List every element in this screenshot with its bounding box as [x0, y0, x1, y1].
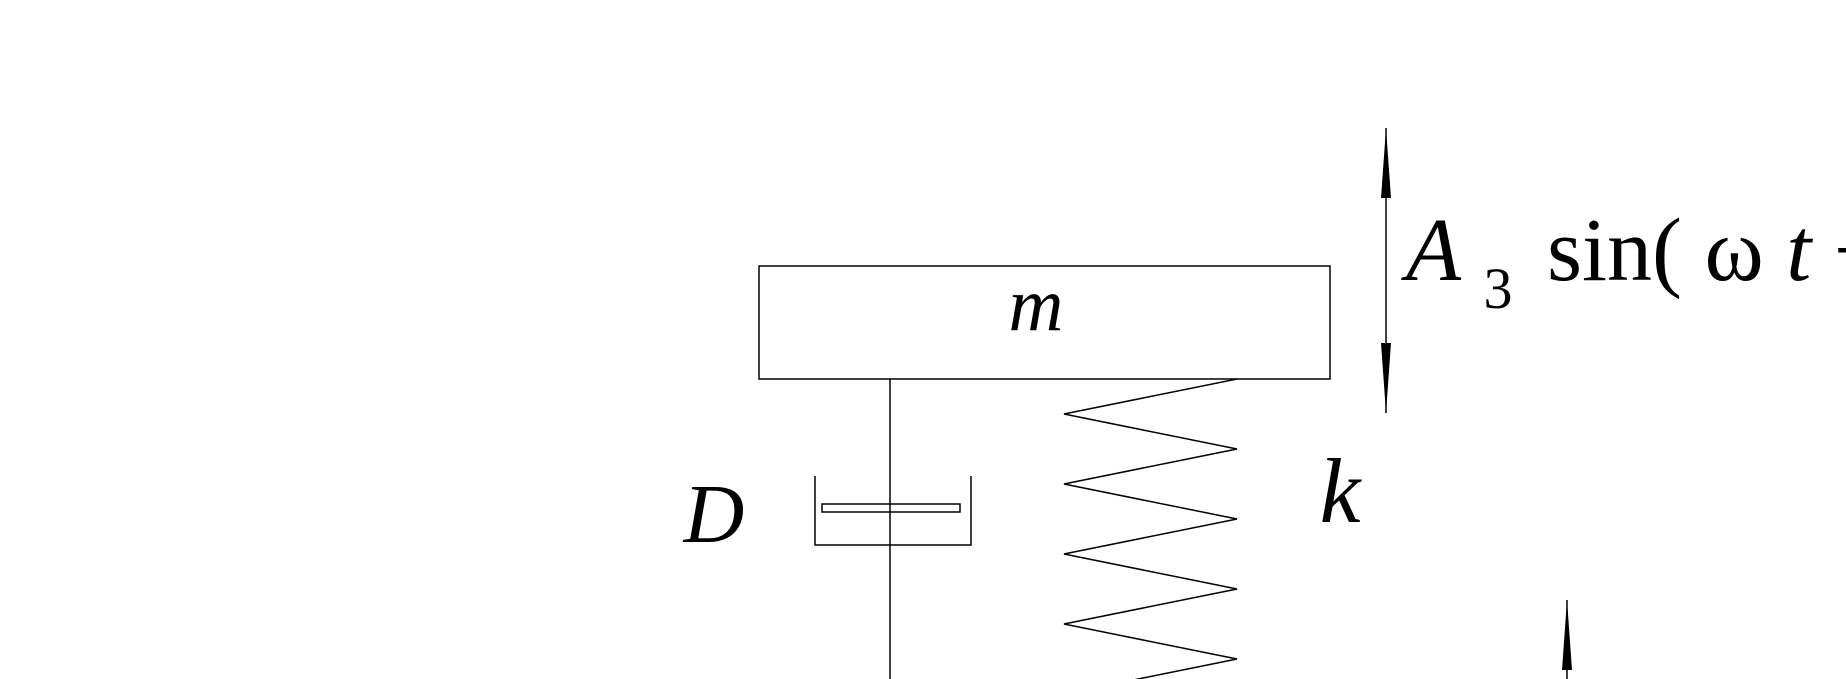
arrow-down-icon: [1381, 343, 1391, 413]
arrow-up-icon: [1381, 128, 1391, 198]
mass-label: m: [1009, 263, 1064, 347]
arrow-up-icon: [1562, 600, 1572, 670]
plus-sign: +: [1834, 201, 1846, 300]
spring-label: k: [1320, 440, 1363, 542]
damper-piston: [821, 503, 961, 513]
mass-motion-arrow: [1381, 128, 1391, 413]
angular-frequency-symbol: ω: [1704, 201, 1763, 300]
mass-block: [758, 265, 1331, 380]
time-symbol: t: [1786, 201, 1813, 300]
damper: [814, 379, 972, 679]
base-motion-arrow: [1562, 600, 1572, 679]
amplitude-symbol: A: [1401, 201, 1462, 300]
amplitude-expression: A 3 sin( ω t +: [1401, 201, 1846, 328]
amplitude-subscript: 3: [1483, 256, 1512, 321]
damper-label: D: [683, 468, 745, 561]
damper-cylinder: [814, 476, 972, 546]
sine-function: sin(: [1547, 201, 1682, 300]
spring-coil: [1063, 378, 1238, 679]
